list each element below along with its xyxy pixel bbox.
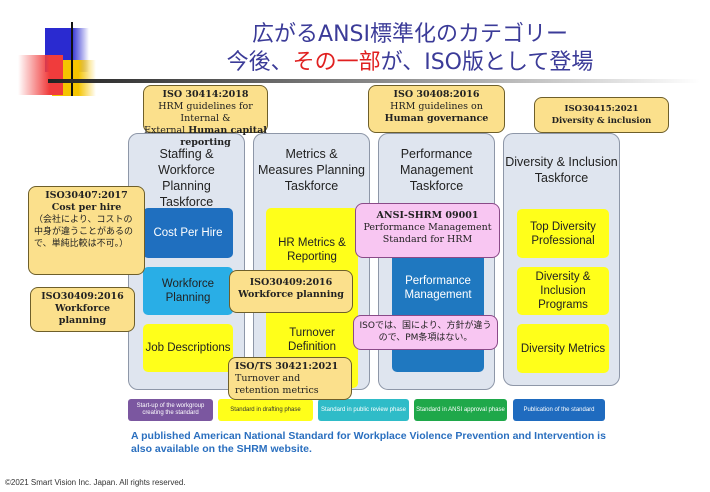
title-text: 今後、 [226,50,293,75]
item-diversity-metrics: Diversity Metrics [517,324,609,373]
callout-iso30408: ISO 30408:2016 HRM guidelines on Human g… [368,85,505,133]
item-top-diversity: Top Diversity Professional [517,209,609,258]
callout-text-bold: Human governance [384,113,489,124]
callout-note: （会社により、コストの中身が違うことがあるので、単純比較は不可。） [34,215,134,249]
page-title-line1: 広がるANSI標準化のカテゴリー [252,22,568,47]
callout-iso30407: ISO30407:2017 Cost per hire （会社により、コストの中… [28,186,145,275]
callout-code: ISO30409:2016 [41,291,124,302]
item-di-programs: Diversity & Inclusion Programs [517,267,609,315]
callout-text: HRM guidelines for Internal & [158,101,253,124]
decor-red-square [18,55,63,95]
legend-drafting: Standard in drafting phase [218,399,313,421]
callout-text-bold: Workforce planning [238,289,344,300]
item-performance-management: Performance Management [392,240,484,372]
callout-pm-note: ISOでは、国により、方針が違うので、PM条項はない。 [353,315,498,350]
item-cost-per-hire: Cost Per Hire [143,208,233,258]
callout-code: ISO 30414:2018 [162,89,249,100]
callout-text: Standard for HRM [382,234,473,245]
taskforce-metrics: Metrics & Measures Planning Taskforce HR… [253,133,370,390]
copyright: ©2021 Smart Vision Inc. Japan. All right… [5,478,186,487]
callout-code: ANSI-SHRM 09001 [376,210,479,221]
callout-iso30415: ISO30415:2021 Diversity & inclusion [534,97,669,133]
callout-ansi-shrm: ANSI-SHRM 09001 Performance Management S… [355,203,500,258]
item-job-descriptions: Job Descriptions [143,324,233,372]
legend-startup: Start-up of the workgroup creating the s… [128,399,213,421]
taskforce-diversity: Diversity & Inclusion Taskforce Top Dive… [503,133,620,386]
callout-code: ISO30409:2016 [249,277,333,288]
legend-public-review: Standard in public review phase [318,399,409,421]
column-title: Metrics & Measures Planning Taskforce [258,147,366,193]
item-turnover-definition: Turnover Definition [288,327,336,353]
callout-text-bold: Workforce planning [54,303,111,326]
taskforce-performance: Performance Management Taskforce Perform… [378,133,495,390]
callout-code: ISO30415:2021 [564,104,639,114]
callout-text: Performance Management [363,222,492,233]
legend-publication: Publication of the standard [513,399,605,421]
legend-ansi-approval: Standard in ANSI approval phase [414,399,507,421]
callout-iso30421: ISO/TS 30421:2021 Turnover and retention… [228,357,352,400]
callout-code: ISO/TS 30421:2021 [235,361,339,372]
title-text: が、ISO版として登場 [380,50,594,75]
callout-text: External [144,125,189,136]
callout-code: ISO 30408:2016 [393,89,480,100]
column-title: Staffing & Workforce Planning Taskforce [158,147,215,209]
callout-iso30409-mid: ISO30409:2016 Workforce planning [229,270,353,313]
callout-text-bold: Cost per hire [51,202,122,213]
column-title: Performance Management Taskforce [400,147,473,193]
title-underline [48,79,700,83]
callout-text: retention metrics [235,385,319,396]
callout-text-bold: Diversity & inclusion [551,116,652,126]
page-title-line2: 今後、その一部が、ISO版として登場 [200,44,620,76]
callout-iso30414: ISO 30414:2018 HRM guidelines for Intern… [143,85,268,148]
item-hr-metrics: HR Metrics & Reporting [278,237,346,263]
callout-text-bold: Human capital reporting [180,125,267,148]
callout-text: External Human capital reporting [144,125,267,149]
callout-iso30409-left: ISO30409:2016 Workforce planning [30,287,135,332]
footnote: A published American National Standard f… [131,430,606,455]
decor-vertical-line [71,22,73,96]
callout-text: HRM guidelines on [390,101,483,112]
column-title: Diversity & Inclusion Taskforce [505,155,618,185]
taskforce-staffing: Staffing & Workforce Planning Taskforce … [128,133,245,390]
title-highlight: その一部 [292,50,381,75]
callout-code: ISO30407:2017 [45,190,128,201]
item-workforce-planning: Workforce Planning [143,267,233,315]
callout-text: Turnover and [235,373,301,384]
